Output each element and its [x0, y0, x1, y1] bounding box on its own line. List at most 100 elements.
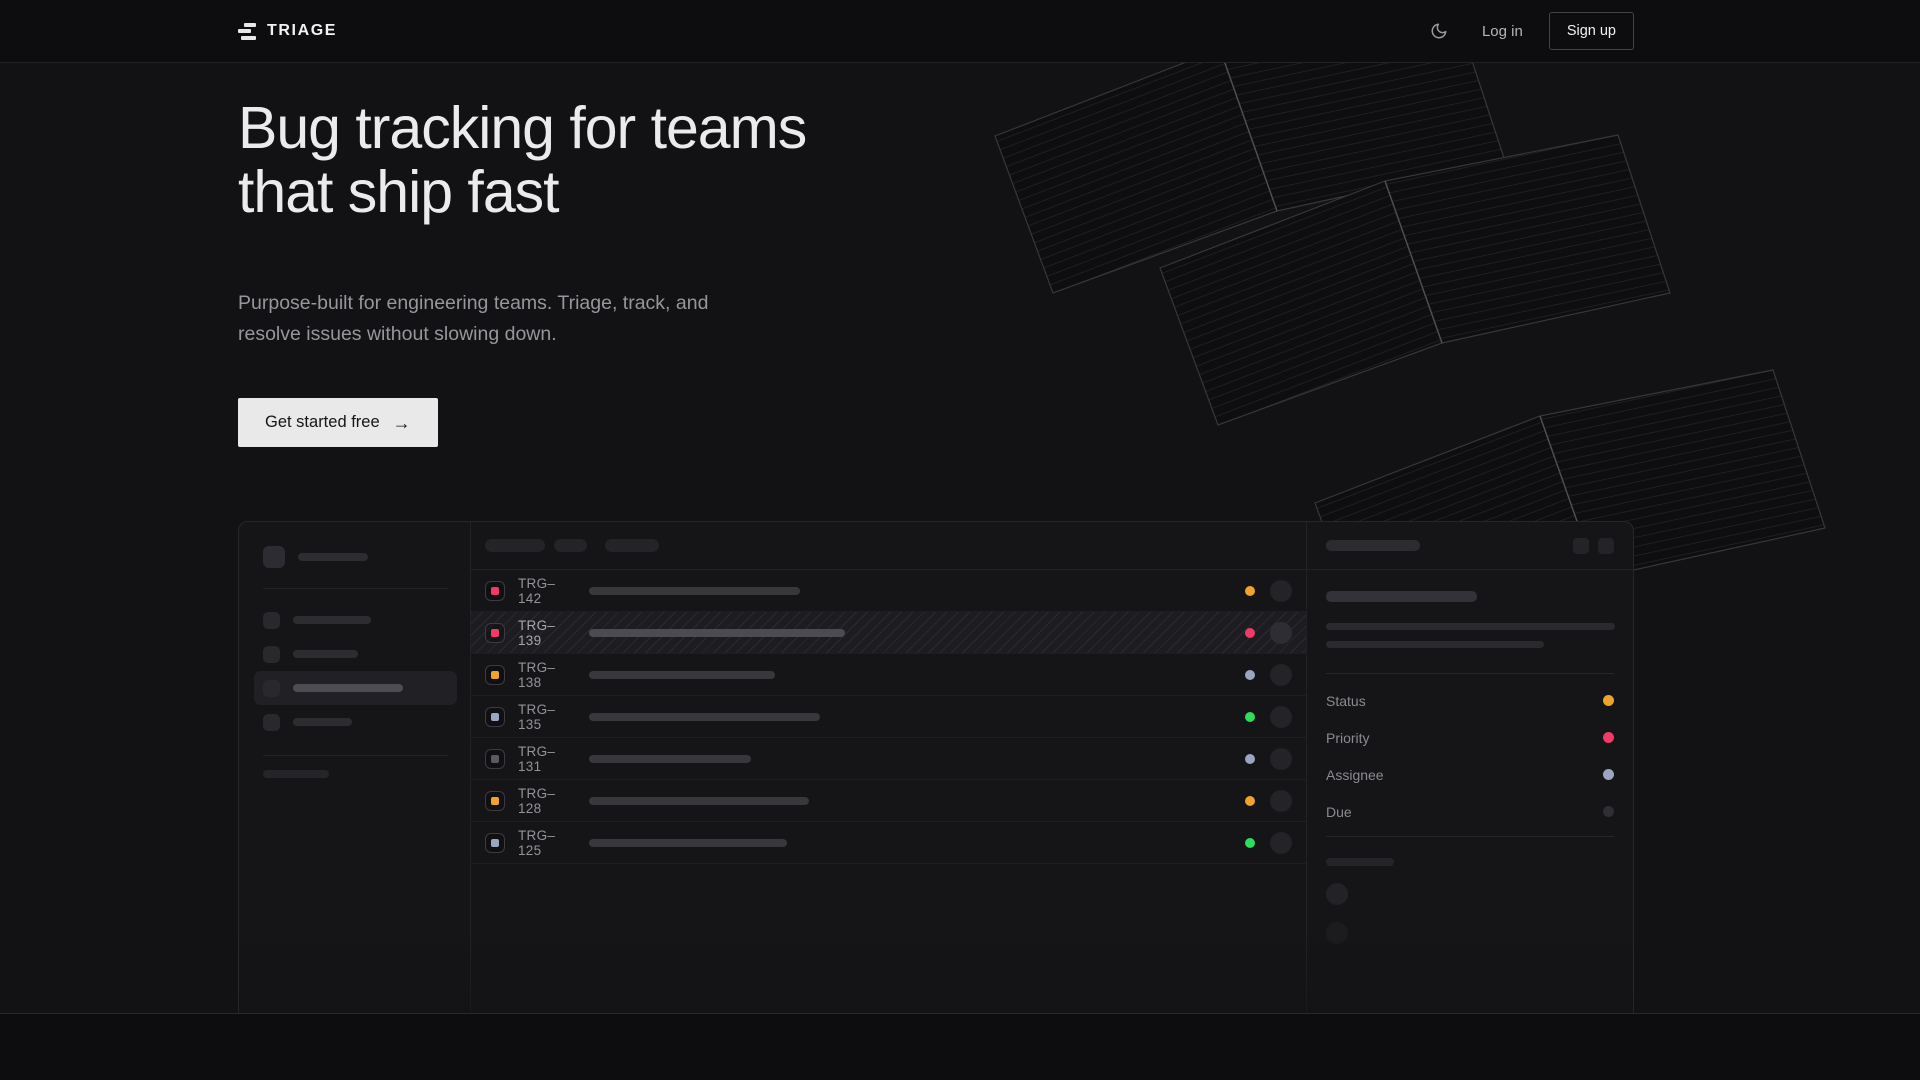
- issue-id: TRG–125: [518, 827, 556, 858]
- issue-row: TRG–138: [471, 654, 1306, 696]
- priority-color-swatch: [491, 670, 499, 679]
- login-link[interactable]: Log in: [1481, 22, 1523, 40]
- issue-id: TRG–142: [518, 575, 556, 606]
- priority-color-swatch: [491, 838, 499, 847]
- priority-checkbox-icon: [485, 832, 505, 853]
- page-footer: [0, 1014, 1920, 1079]
- issue-id: TRG–128: [518, 785, 556, 816]
- assignee-avatar-skeleton: [1270, 579, 1292, 602]
- sidebar-item-icon-skeleton: [263, 679, 280, 697]
- divider: [1326, 673, 1614, 674]
- detail-field-value-dot: [1603, 732, 1614, 743]
- issue-row: TRG–125: [471, 822, 1306, 864]
- workspace-name-skeleton: [298, 553, 368, 561]
- detail-field-value-dot: [1603, 695, 1614, 706]
- theme-toggle-button[interactable]: [1422, 14, 1456, 48]
- status-dot: [1245, 627, 1255, 638]
- detail-breadcrumb-skeleton: [1326, 540, 1420, 551]
- detail-field-value-dot: [1603, 769, 1614, 780]
- sidebar-item-label-skeleton: [293, 616, 371, 624]
- issue-row: TRG–142: [471, 570, 1306, 612]
- issue-title-skeleton: [589, 628, 845, 637]
- get-started-button[interactable]: Get started free →: [238, 398, 438, 447]
- status-dot: [1245, 585, 1255, 596]
- priority-color-swatch: [491, 628, 499, 637]
- sidebar-item-label-skeleton: [293, 718, 352, 726]
- detail-description-skeleton: [1326, 641, 1544, 648]
- hero-heading: Bug tracking for teams that ship fast: [238, 96, 1634, 224]
- arrow-right-icon: →: [392, 412, 411, 433]
- priority-checkbox-icon: [485, 580, 505, 601]
- cta-label: Get started free: [265, 413, 380, 431]
- priority-checkbox-icon: [485, 790, 505, 811]
- assignee-avatar-skeleton: [1270, 747, 1292, 770]
- issue-row: TRG–139: [471, 612, 1306, 654]
- detail-header-actions: [1573, 537, 1614, 554]
- panel-action-icon: [1573, 537, 1589, 554]
- workspace-avatar-skeleton: [263, 546, 285, 568]
- assignee-avatar-skeleton: [1270, 663, 1292, 686]
- issue-row: TRG–135: [471, 696, 1306, 738]
- hero-subtitle: Purpose-built for engineering teams. Tri…: [238, 292, 709, 345]
- divider: [1326, 836, 1614, 837]
- sidebar-item-icon-skeleton: [263, 645, 280, 663]
- signup-button[interactable]: Sign up: [1548, 12, 1634, 50]
- priority-color-swatch: [491, 586, 499, 595]
- detail-field-label: Status: [1326, 692, 1366, 709]
- divider: [263, 755, 448, 756]
- issue-id: TRG–139: [518, 617, 556, 648]
- sidebar-section-label-skeleton: [263, 770, 329, 778]
- workspace-switcher-skeleton: [263, 546, 448, 568]
- folded-sheet-2: [1159, 134, 1671, 426]
- brand-name: TRIAGE: [267, 22, 338, 39]
- issue-id: TRG–135: [518, 701, 556, 732]
- detail-field-row: Assignee: [1326, 756, 1614, 793]
- activity-section-label-skeleton: [1326, 858, 1394, 866]
- priority-checkbox-icon: [485, 664, 505, 685]
- status-dot: [1245, 753, 1255, 764]
- issue-title-skeleton: [589, 754, 751, 763]
- detail-field-row: Due: [1326, 793, 1614, 830]
- status-dot: [1245, 669, 1255, 680]
- sidebar-item-icon-skeleton: [263, 713, 280, 731]
- detail-description-skeleton: [1326, 623, 1615, 630]
- detail-panel-header: [1307, 522, 1633, 570]
- divider: [263, 588, 448, 589]
- sidebar-item-skeleton: [254, 671, 457, 705]
- assignee-avatar-skeleton: [1270, 831, 1292, 854]
- issue-title-skeleton: [589, 670, 775, 679]
- assignee-avatar-skeleton: [1270, 789, 1292, 812]
- brand-logo[interactable]: TRIAGE: [238, 22, 337, 40]
- detail-field-label: Due: [1326, 803, 1352, 820]
- issue-title-skeleton: [589, 796, 809, 805]
- nav-actions: Log in Sign up: [1422, 12, 1634, 50]
- filter-pill-skeleton: [485, 539, 545, 552]
- sidebar-item-icon-skeleton: [263, 611, 280, 629]
- triage-logo-icon: [238, 22, 256, 40]
- priority-color-swatch: [491, 712, 499, 721]
- issue-row: TRG–131: [471, 738, 1306, 780]
- sidebar-item-skeleton: [254, 637, 457, 671]
- filter-pill-skeleton: [605, 539, 659, 552]
- issue-list-header: [471, 522, 1306, 570]
- hero-section: Bug tracking for teams that ship fast Pu…: [0, 63, 1920, 1014]
- issue-id: TRG–131: [518, 743, 556, 774]
- priority-checkbox-icon: [485, 622, 505, 643]
- detail-field-row: Status: [1326, 682, 1614, 719]
- sidebar-item-skeleton: [254, 705, 457, 739]
- status-dot: [1245, 795, 1255, 806]
- detail-title-skeleton: [1326, 591, 1477, 602]
- status-dot: [1245, 837, 1255, 848]
- filter-pill-skeleton: [554, 539, 587, 552]
- issue-row: TRG–128: [471, 780, 1306, 822]
- hero-heading-line1: Bug tracking for teams: [238, 95, 807, 161]
- priority-checkbox-icon: [485, 706, 505, 727]
- sidebar-item-label-skeleton: [293, 650, 358, 658]
- detail-field-label: Priority: [1326, 729, 1370, 746]
- status-dot: [1245, 711, 1255, 722]
- top-nav: TRIAGE Log in Sign up: [0, 0, 1920, 63]
- moon-icon: [1431, 23, 1447, 39]
